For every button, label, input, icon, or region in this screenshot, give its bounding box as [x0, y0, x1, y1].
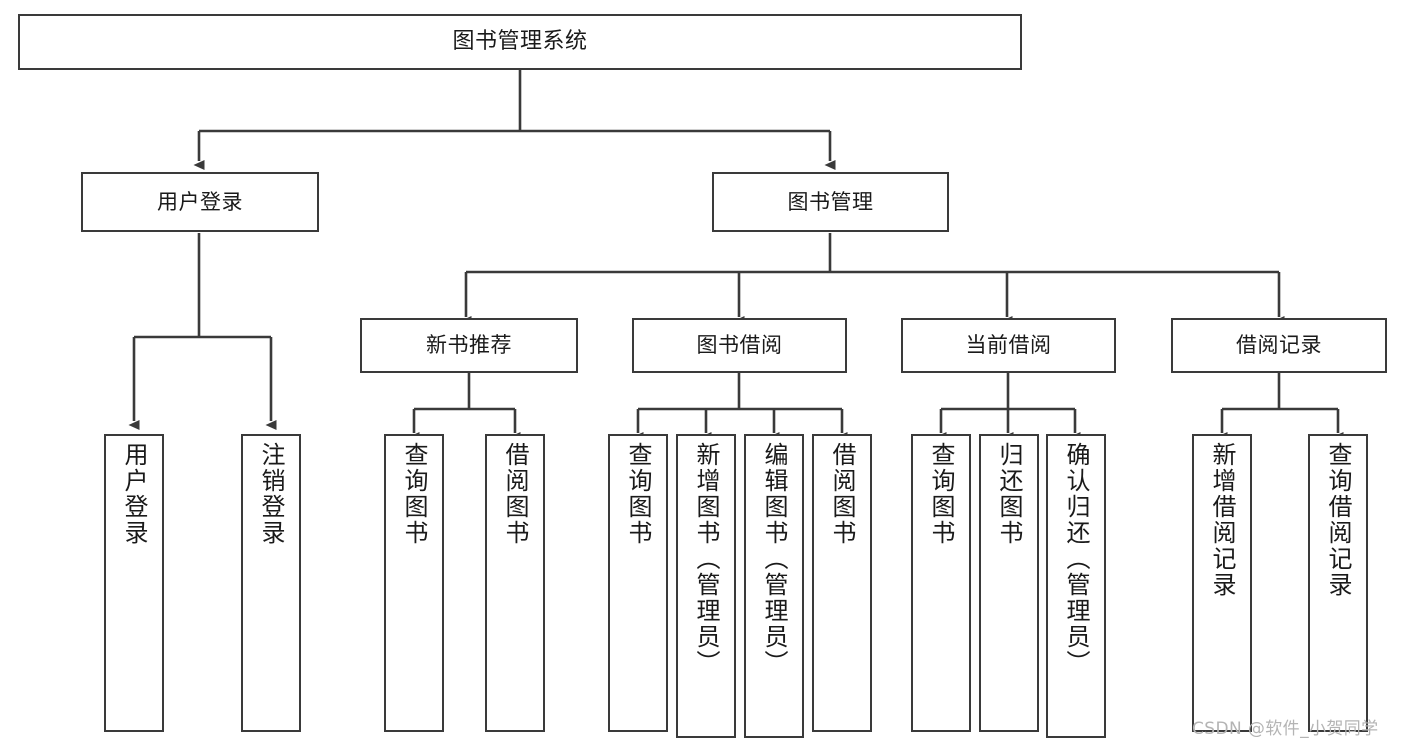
node-leaf-user-login[interactable]: 用户登录	[104, 434, 164, 732]
node-borrow-record-label: 借阅记录	[1236, 333, 1322, 358]
node-user-login[interactable]: 用户登录	[81, 172, 319, 232]
node-leaf-borrow-book-1-label: 借阅图书	[501, 442, 529, 546]
node-leaf-borrow-book-2[interactable]: 借阅图书	[812, 434, 872, 732]
node-leaf-borrow-book-2-label: 借阅图书	[828, 442, 856, 546]
node-root-label: 图书管理系统	[452, 29, 588, 55]
watermark: CSDN @软件_小贺同学	[1192, 719, 1379, 739]
node-book-manage-label: 图书管理	[787, 189, 874, 214]
node-leaf-return-book[interactable]: 归还图书	[979, 434, 1039, 732]
node-leaf-query-book-2-label: 查询图书	[624, 442, 652, 546]
node-leaf-add-book-label: 新增图书（管理员）	[692, 442, 720, 676]
node-current-borrow[interactable]: 当前借阅	[901, 318, 1116, 373]
node-leaf-edit-book-label: 编辑图书（管理员）	[760, 442, 788, 676]
node-leaf-add-book[interactable]: 新增图书（管理员）	[676, 434, 736, 738]
node-leaf-user-logout-label: 注销登录	[257, 442, 285, 546]
node-leaf-edit-book[interactable]: 编辑图书（管理员）	[744, 434, 804, 738]
node-leaf-query-book-1[interactable]: 查询图书	[384, 434, 444, 732]
node-book-manage[interactable]: 图书管理	[712, 172, 949, 232]
node-borrow-record[interactable]: 借阅记录	[1171, 318, 1387, 373]
node-leaf-return-book-label: 归还图书	[995, 442, 1023, 546]
node-leaf-confirm-return[interactable]: 确认归还（管理员）	[1046, 434, 1106, 738]
node-user-login-label: 用户登录	[157, 189, 243, 214]
node-new-book-rec-label: 新书推荐	[426, 333, 512, 358]
node-leaf-add-record-label: 新增借阅记录	[1208, 442, 1236, 598]
node-leaf-query-book-1-label: 查询图书	[400, 442, 428, 546]
node-leaf-user-login-label: 用户登录	[120, 442, 148, 546]
node-book-borrow[interactable]: 图书借阅	[632, 318, 847, 373]
node-leaf-query-record-label: 查询借阅记录	[1324, 442, 1352, 598]
node-current-borrow-label: 当前借阅	[965, 333, 1052, 358]
node-leaf-query-book-3[interactable]: 查询图书	[911, 434, 971, 732]
node-leaf-confirm-return-label: 确认归还（管理员）	[1062, 442, 1090, 676]
node-leaf-query-book-2[interactable]: 查询图书	[608, 434, 668, 732]
node-leaf-user-logout[interactable]: 注销登录	[241, 434, 301, 732]
node-leaf-add-record[interactable]: 新增借阅记录	[1192, 434, 1252, 732]
node-root[interactable]: 图书管理系统	[18, 14, 1022, 70]
node-book-borrow-label: 图书借阅	[696, 333, 783, 358]
node-new-book-rec[interactable]: 新书推荐	[360, 318, 578, 373]
node-leaf-query-book-3-label: 查询图书	[927, 442, 955, 546]
node-leaf-query-record[interactable]: 查询借阅记录	[1308, 434, 1368, 732]
node-leaf-borrow-book-1[interactable]: 借阅图书	[485, 434, 545, 732]
